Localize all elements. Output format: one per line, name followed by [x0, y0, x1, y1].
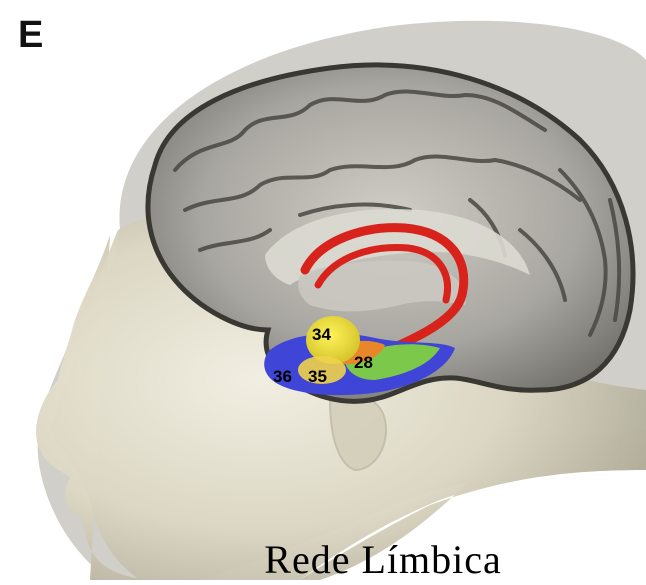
region-label-36: 36: [273, 367, 292, 386]
panel-letter: E: [18, 14, 43, 57]
region-label-34: 34: [312, 325, 331, 344]
figure-caption: Rede Límbica: [0, 536, 646, 583]
region-label-28: 28: [354, 353, 373, 372]
region-label-35: 35: [308, 367, 327, 386]
